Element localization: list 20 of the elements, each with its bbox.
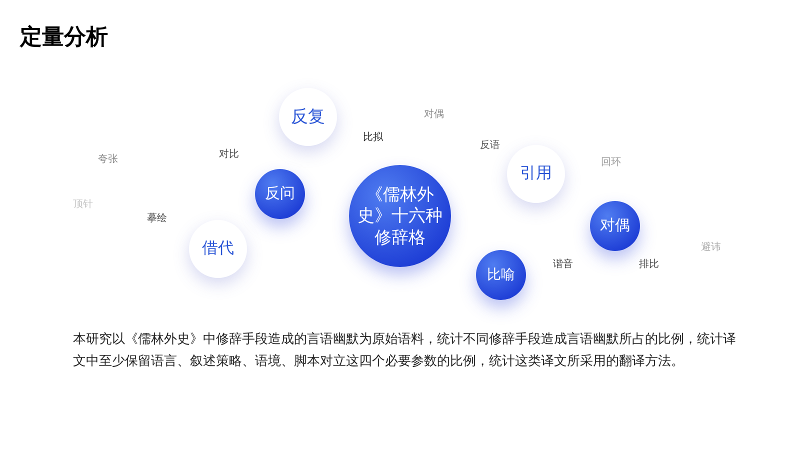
node-label: 反问 [264,184,296,204]
term-label: 排比 [639,260,659,270]
description-paragraph: 本研究以《儒林外史》中修辞手段造成的言语幽默为原始语料，统计不同修辞手段造成言语幽默所占的比例，统计译文中至少保留语言、叙述策略、语境、脚本对立这四个必要参数的比例，统计这类译文所采用的翻译方法。 [73,330,737,370]
node-label: 《儒林外史》十六种修辞格 [356,184,444,248]
term-label: 夸张 [98,155,118,165]
term-label: 谐音 [553,260,573,270]
term-label: 反语 [480,141,500,151]
term-label: 对比 [219,150,239,160]
term-label: 比拟 [363,133,383,143]
node-label: 引用 [519,164,553,184]
term-label: 回环 [601,158,621,168]
title: 定量分析 [20,26,108,48]
node-label: 比喻 [486,266,516,284]
term-label: 避讳 [701,243,721,253]
node-label: 借代 [201,239,235,259]
term-label: 对偶 [424,110,444,120]
node-label: 反复 [290,106,326,128]
term-label: 摹绘 [147,214,167,224]
node-label: 对偶 [599,216,631,236]
term-label: 顶针 [73,200,93,210]
